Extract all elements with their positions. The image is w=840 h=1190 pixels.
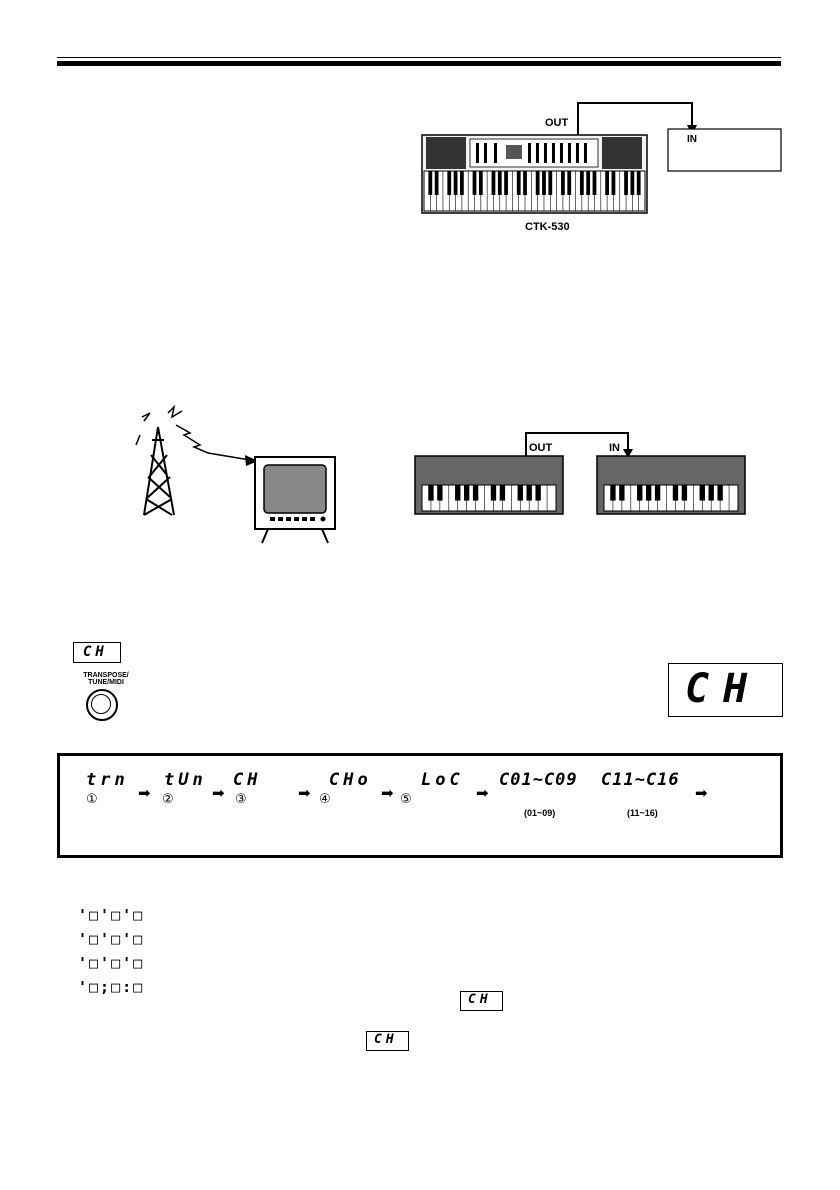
- seq-range-2: (11~16): [627, 808, 658, 818]
- seq-num-1: ①: [86, 792, 98, 807]
- piano-black-key: [611, 171, 616, 195]
- arrow-right-icon: ➡: [212, 784, 225, 802]
- piano-black-key: [499, 485, 506, 501]
- arrow-right-icon: ➡: [298, 784, 311, 802]
- piano-black-key: [428, 171, 433, 195]
- mode-sequence-box: [57, 753, 783, 858]
- header-rule-thin: [57, 57, 781, 58]
- piano-black-key: [447, 171, 452, 195]
- piano-black-key: [586, 171, 591, 195]
- piano-black-key: [645, 485, 652, 501]
- piano-black-key: [478, 171, 483, 195]
- piano-black-key: [717, 485, 723, 501]
- piano-black-key: [542, 171, 546, 195]
- piano-black-key: [491, 171, 496, 195]
- in-label-2: IN: [609, 442, 620, 454]
- ch-inline-display-1: CH: [460, 991, 503, 1011]
- button-label-line1: TRANSPOSE/: [83, 672, 129, 679]
- piano-black-key: [535, 485, 541, 501]
- seq-lcd-5: LoC: [421, 770, 464, 790]
- model-label: CTK-530: [525, 221, 570, 233]
- keyboard-connection-diagram: [421, 102, 782, 214]
- piano-black-key: [636, 171, 641, 195]
- in-label: IN: [687, 134, 697, 145]
- piano-black-key: [516, 171, 521, 195]
- ch-inline-text-2: CH: [374, 1032, 398, 1047]
- piano-black-key: [592, 171, 597, 195]
- ch-inline-display-2: CH: [366, 1031, 409, 1051]
- seq-lcd-1: trn: [86, 770, 129, 790]
- header-rule-thick: [57, 61, 781, 66]
- seq-num-3: ③: [235, 792, 247, 807]
- digit-row-3: '□'□'□: [78, 954, 145, 972]
- ch-small-display: CH: [73, 642, 121, 663]
- piano-black-key: [490, 485, 497, 501]
- digit-row-4: '□;□:□: [78, 978, 145, 996]
- piano-black-key: [630, 171, 635, 195]
- ch-small-text: CH: [83, 644, 108, 660]
- arrow-right-icon: ➡: [695, 784, 708, 802]
- piano-black-key: [526, 485, 532, 501]
- piano-black-key: [472, 171, 477, 195]
- piano-black-key: [699, 485, 705, 501]
- ch-large-display: CH: [668, 663, 783, 717]
- piano-black-key: [428, 485, 434, 501]
- piano-black-key: [605, 171, 610, 195]
- piano-black-key: [548, 171, 553, 195]
- piano-black-key: [561, 171, 565, 195]
- piano-black-key: [434, 171, 439, 195]
- seq-num-2: ②: [162, 792, 174, 807]
- piano-black-key: [472, 485, 479, 501]
- piano-black-key: [637, 485, 643, 501]
- piano-black-key: [535, 171, 540, 195]
- piano-black-key: [619, 485, 625, 501]
- piano-black-key: [437, 485, 443, 501]
- piano-black-key: [497, 171, 502, 195]
- digit-row-1: '□'□'□: [78, 906, 145, 924]
- seq-num-4: ④: [319, 792, 331, 807]
- piano-black-key: [517, 485, 523, 501]
- piano-black-key: [523, 171, 527, 195]
- arrow-right-icon: ➡: [476, 784, 489, 802]
- seq-range-1: (01~09): [524, 808, 556, 818]
- piano-black-key: [681, 485, 688, 501]
- piano-black-key: [459, 171, 464, 195]
- out-label: OUT: [545, 117, 569, 129]
- piano-black-key: [579, 171, 584, 195]
- seq-lcd-4: CHo: [329, 770, 372, 790]
- piano-black-key: [453, 171, 458, 195]
- seq-num-5: ⑤: [400, 792, 412, 807]
- midi-keyboards-diagram: [414, 432, 746, 515]
- arrow-right-icon: ➡: [381, 784, 394, 802]
- button-label: TRANSPOSE/ TUNE/MIDI: [79, 672, 133, 686]
- broadcast-tv-illustration: [135, 405, 336, 544]
- transpose-tune-midi-button[interactable]: [86, 689, 118, 721]
- piano-black-key: [567, 171, 572, 195]
- seq-lcd-2: tUn: [164, 770, 207, 790]
- piano-black-key: [672, 485, 679, 501]
- button-label-line2: TUNE/MIDI: [88, 679, 124, 686]
- ch-large-text: CH: [685, 666, 762, 712]
- seq-lcd-7: C11~C16: [601, 770, 680, 790]
- piano-black-key: [504, 171, 508, 195]
- seq-lcd-6: C01~C09: [499, 770, 578, 790]
- piano-black-key: [654, 485, 661, 501]
- out-label-2: OUT: [529, 442, 553, 454]
- piano-black-key: [708, 485, 714, 501]
- piano-black-key: [610, 485, 616, 501]
- piano-black-key: [455, 485, 461, 501]
- ch-inline-text-1: CH: [468, 992, 492, 1007]
- seq-lcd-3: CH: [233, 770, 262, 790]
- piano-black-key: [624, 171, 628, 195]
- piano-black-key: [463, 485, 470, 501]
- digit-row-2: '□'□'□: [78, 930, 145, 948]
- arrow-right-icon: ➡: [138, 784, 151, 802]
